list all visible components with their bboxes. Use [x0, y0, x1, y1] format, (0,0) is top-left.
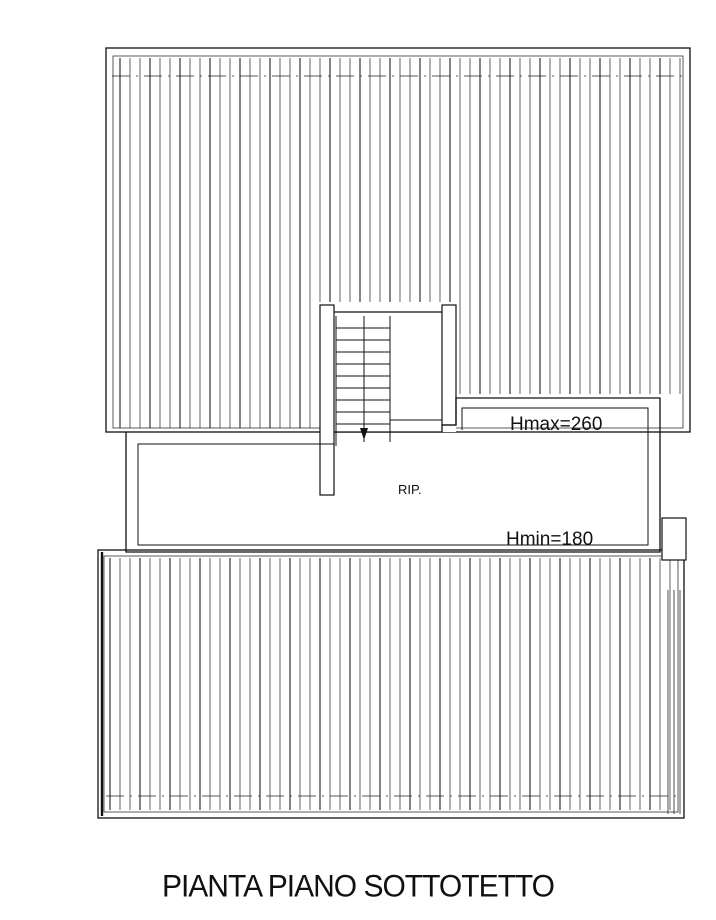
room-outer-outline	[125, 397, 661, 553]
upper-roof-hatch	[119, 58, 681, 428]
room-label: RIP.	[398, 482, 422, 497]
stair-wall-left	[319, 304, 335, 496]
lower-roof-hatch	[109, 558, 671, 810]
stair-arrow-icon	[360, 428, 368, 440]
lower-roof-inner-outline	[103, 555, 679, 813]
room-inner-outline	[137, 407, 649, 546]
height-max-label: Hmax=260	[510, 414, 602, 435]
chimney-projection	[661, 517, 687, 561]
stair-wall-right	[441, 304, 457, 426]
lower-roof-outline	[97, 549, 685, 819]
upper-roof-pitch	[105, 47, 691, 433]
storage-room	[125, 397, 687, 814]
lower-roof-pitch	[97, 549, 685, 819]
drawing-title: PIANTA PIANO SOTTOTETTO	[161, 869, 555, 904]
side-hatch	[667, 590, 681, 814]
stair-well	[319, 304, 457, 496]
stair-flight	[335, 316, 442, 446]
height-min-label: Hmin=180	[506, 529, 593, 550]
